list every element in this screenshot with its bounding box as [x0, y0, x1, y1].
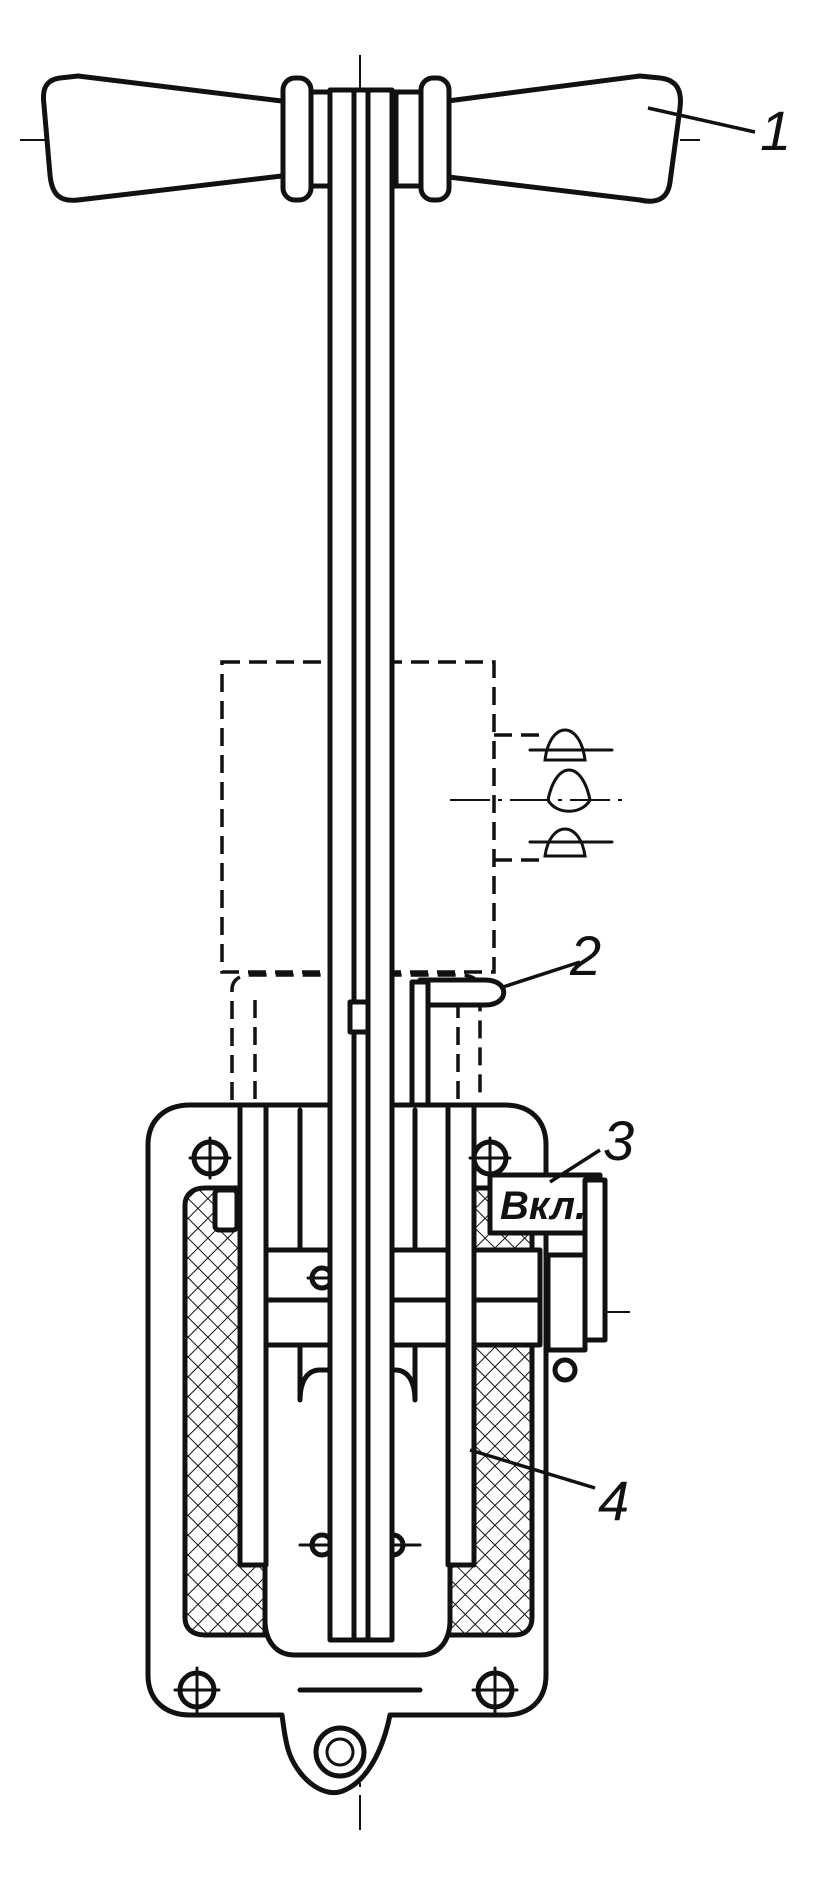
- indicator-plate: [487, 1172, 603, 1236]
- handle-right-grip: [437, 73, 683, 204]
- lever-rod: [327, 87, 395, 1643]
- mount-hole-bottom-left: [173, 1666, 221, 1714]
- label-4: 4: [598, 1469, 629, 1532]
- indicator-bracket: [582, 1177, 608, 1343]
- indicator-arm: [545, 1252, 588, 1353]
- latch-tongue: [417, 977, 507, 1008]
- leader-1: [647, 106, 756, 134]
- leader-3: [549, 1148, 601, 1184]
- terminal-1: [543, 728, 587, 762]
- handle-right-collar: [418, 75, 452, 203]
- terminal-2: [546, 768, 592, 813]
- leader-4: [469, 1448, 596, 1490]
- indicator-screw: [552, 1357, 578, 1383]
- callouts: 1 2 3 4: [469, 99, 791, 1532]
- rod-left-strip: [327, 87, 357, 1643]
- label-3: 3: [603, 1109, 634, 1172]
- right-plate: [445, 1102, 477, 1568]
- handle-left-grip: [40, 73, 293, 203]
- indicator-plate-text: Вкл.: [500, 1184, 586, 1228]
- label-2: 2: [569, 924, 601, 987]
- terminal-3: [543, 827, 587, 858]
- rod-pin: [347, 999, 371, 1035]
- left-plate: [237, 1102, 269, 1568]
- rod-right-strip: [365, 87, 395, 1643]
- mount-hole-top-left: [188, 1136, 232, 1180]
- leader-2: [499, 960, 581, 990]
- handle-left-collar: [280, 75, 314, 203]
- bolt-side: [212, 1187, 240, 1233]
- label-1: 1: [760, 99, 791, 162]
- mount-hole-bottom-center: [313, 1725, 367, 1779]
- handle: [40, 73, 683, 204]
- indicator: Вкл.: [487, 1172, 608, 1383]
- mount-hole-bottom-right: [471, 1666, 519, 1714]
